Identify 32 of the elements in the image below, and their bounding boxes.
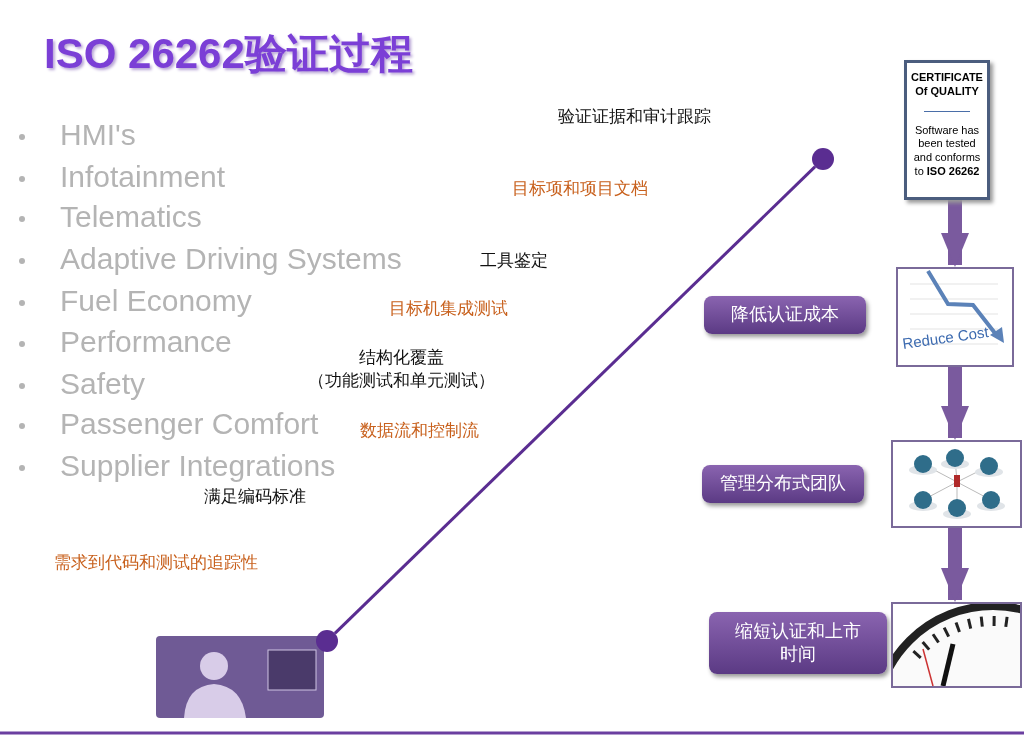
certificate-card: CERTIFICATE Of QUALITY Software has been tested and conforms to ISO 26262 — [904, 60, 990, 200]
endpoint-dot — [812, 148, 834, 170]
endpoint-dot — [316, 630, 338, 652]
step-button: 管理分布式团队 — [702, 465, 864, 503]
step-label: 目标项和项目文档 — [512, 178, 648, 200]
step-label: 结构化覆盖（功能测试和单元测试） — [306, 347, 496, 392]
step-button: 降低认证成本 — [704, 296, 866, 334]
connector-line — [333, 165, 817, 635]
step-label: 目标机集成测试 — [389, 298, 508, 320]
list-item: Infotainment — [60, 160, 226, 194]
list-item: Safety — [60, 367, 146, 401]
list-item: Adaptive Driving Systems — [60, 242, 402, 276]
team-network-drawing — [891, 440, 1022, 528]
title: ISO 26262验证过程 — [44, 29, 413, 79]
step-label: 满足编码标准 — [204, 486, 306, 508]
block-arrow — [941, 200, 969, 267]
step-label: 数据流和控制流 — [360, 420, 479, 442]
cost-chart-drawing: Reduce Cost — [896, 267, 1014, 367]
step-label: 工具鉴定 — [480, 250, 548, 272]
block-arrow — [941, 367, 969, 440]
list-item: Passenger Comfort — [60, 407, 319, 441]
list-item: HMI's — [60, 118, 136, 152]
block-arrow — [941, 528, 969, 602]
photo-placeholder — [156, 636, 324, 718]
list-item: Supplier Integrations — [60, 449, 336, 483]
clock-drawing — [891, 602, 1022, 688]
step-label: 需求到代码和测试的追踪性 — [54, 552, 258, 574]
list-item: Telematics — [60, 200, 202, 234]
step-button: 缩短认证和上市时间 — [709, 612, 887, 674]
step-label: 验证证据和审计跟踪 — [558, 106, 711, 128]
list-item: Performance — [60, 325, 232, 359]
list-item: Fuel Economy — [60, 284, 252, 318]
